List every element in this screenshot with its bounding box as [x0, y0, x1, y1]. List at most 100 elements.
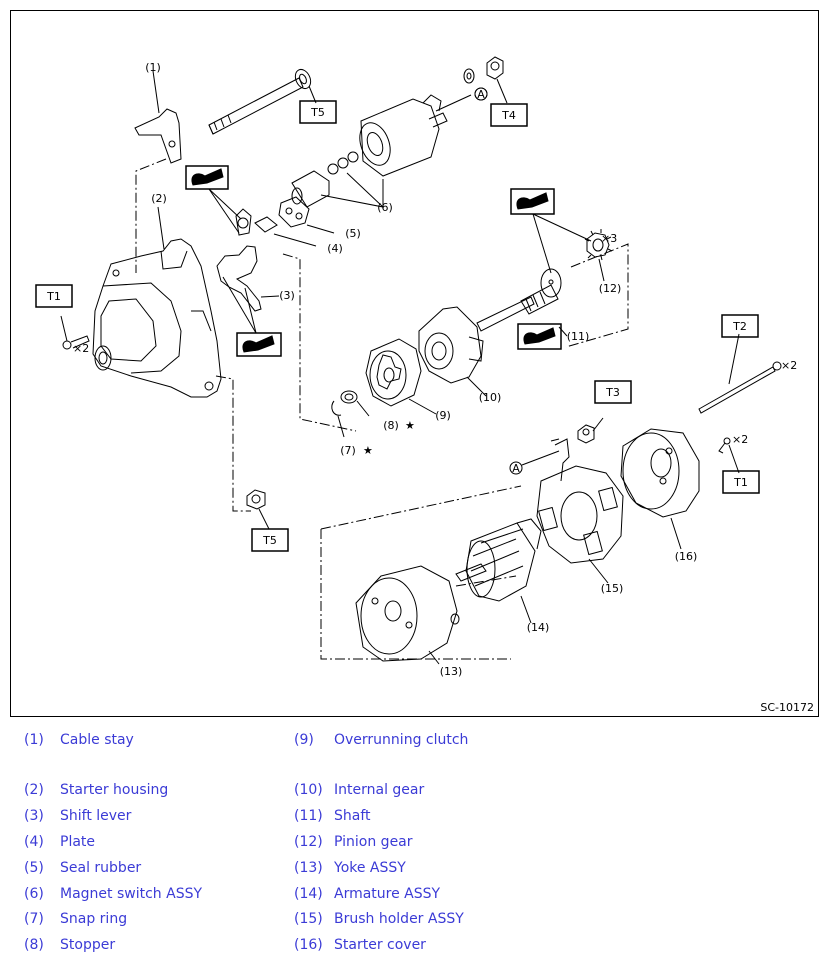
ref-a-lower	[509, 461, 523, 475]
internal-gear-part	[418, 306, 487, 397]
star-mark-stopper: ★	[405, 419, 415, 432]
pinion-gear-part	[584, 229, 613, 282]
bolt-t1-right-part	[718, 437, 740, 474]
legend-num: (10)	[294, 782, 323, 798]
callout-14: (14)	[527, 621, 550, 634]
qty-bolt-t1-right: ×2	[732, 433, 748, 446]
plate-part	[254, 216, 317, 247]
legend-num: (6)	[24, 886, 44, 902]
legend-item-7: (7) Snap ring	[24, 911, 127, 927]
torque-tag-t4	[490, 103, 528, 127]
nut-t5-lower-part	[246, 489, 270, 530]
legend-item-14: (14) Armature ASSY	[294, 886, 440, 902]
callout-2: (2)	[151, 192, 167, 205]
shaft-part	[476, 268, 568, 337]
torque-tag-t1-left	[35, 284, 73, 308]
torque-tag-t2-text: T2	[732, 320, 747, 333]
callout-4: (4)	[327, 242, 343, 255]
callout-6: (6)	[377, 201, 393, 214]
legend-name: Pinion gear	[334, 834, 413, 850]
torque-tag-t3	[594, 380, 632, 404]
legend-item-12: (12) Pinion gear	[294, 834, 413, 850]
legend-item-13: (13) Yoke ASSY	[294, 860, 406, 876]
starter-cover-part	[620, 428, 700, 550]
legend-item-5: (5) Seal rubber	[24, 860, 141, 876]
callout-7: (7)	[340, 444, 356, 457]
torque-tag-t1-left-text: T1	[46, 290, 61, 303]
legend-name: Yoke ASSY	[334, 860, 406, 876]
callout-1: (1)	[145, 61, 161, 74]
starter-housing-part	[92, 206, 222, 398]
magnet-switch-part	[291, 94, 448, 209]
qty-pinion: ×3	[601, 232, 617, 245]
bolt-t2-part	[698, 333, 782, 414]
legend-num: (13)	[294, 860, 323, 876]
exploded-diagram: T5 T4 T1 T2 T3 T1 T5 A A ×2 ×3 ×2 ×2 (1)…	[10, 10, 819, 717]
legend-num: (12)	[294, 834, 323, 850]
torque-tag-t1-right-text: T1	[733, 476, 748, 489]
legend-item-4: (4) Plate	[24, 834, 95, 850]
legend-num: (14)	[294, 886, 323, 902]
grease-marker-4	[517, 323, 562, 350]
legend-name: Seal rubber	[60, 860, 142, 876]
torque-tag-t1-right	[722, 470, 760, 494]
star-mark-snap-ring: ★	[363, 444, 373, 457]
callout-16: (16)	[675, 550, 698, 563]
legend-num: (5)	[24, 860, 44, 876]
yoke-part	[355, 565, 460, 665]
snap-ring-part	[331, 400, 345, 438]
torque-tag-t5-lower-text: T5	[262, 534, 277, 547]
legend-name: Armature ASSY	[334, 886, 441, 902]
legend-name: Overrunning clutch	[334, 732, 469, 748]
legend-item-8: (8)Stopper	[24, 937, 115, 953]
stopper-part	[340, 390, 370, 417]
armature-part	[455, 518, 542, 624]
nut-t3-part	[577, 417, 604, 444]
shift-lever-part	[216, 208, 280, 312]
assembly-lines	[135, 158, 629, 660]
overrunning-clutch-part	[365, 338, 437, 415]
torque-tag-t3-text: T3	[605, 386, 620, 399]
qty-bolt-t1-left: ×2	[73, 342, 89, 355]
torque-tag-t4-text: T4	[501, 109, 516, 122]
legend-num: (1)	[24, 732, 44, 748]
callout-9: (9)	[435, 409, 451, 422]
ref-a-upper-text: A	[477, 88, 485, 101]
ref-a-lower-text: A	[512, 462, 520, 475]
callout-10: (10)	[479, 391, 502, 404]
legend-item-2: (2) Starter housing	[24, 782, 168, 798]
legend-name: Plate	[60, 834, 96, 850]
torque-tag-t5-lower	[251, 528, 289, 552]
legend-item-15: (15)Brush holder ASSY	[294, 911, 464, 927]
legend-num: (15)	[294, 911, 323, 927]
diagram-canvas: T5 T4 T1 T2 T3 T1 T5 A A ×2 ×3 ×2 ×2 (1)…	[35, 56, 797, 678]
legend-name: Internal gear	[334, 782, 425, 798]
ref-a-upper	[474, 87, 488, 101]
legend-num: (11)	[294, 808, 323, 824]
torque-tag-t5-upper-text: T5	[310, 106, 325, 119]
legend-name: Shift lever	[60, 808, 132, 824]
legend-num: (16)	[294, 937, 323, 953]
legend-item-1: (1) Cable stay	[24, 732, 134, 748]
legend-name: Magnet switch ASSY	[60, 886, 203, 902]
legend-item-6: (6) Magnet switch ASSY	[24, 886, 202, 902]
qty-bolt-t2: ×2	[781, 359, 797, 372]
legend-name: Snap ring	[60, 911, 128, 927]
legend-name: Cable stay	[60, 732, 134, 748]
legend-num: (2)	[24, 782, 44, 798]
legend-num: (7)	[24, 911, 44, 927]
through-bolt-part	[208, 68, 317, 135]
grease-marker-1	[185, 165, 242, 234]
legend-name: Starter cover	[334, 937, 426, 953]
seal-rubber-part	[278, 196, 335, 234]
figure-code: SC-10172	[760, 701, 814, 714]
callout-3: (3)	[279, 289, 295, 302]
legend-name: Starter housing	[60, 782, 169, 798]
legend-num: (4)	[24, 834, 44, 850]
bolt-t1-left-part	[60, 315, 90, 350]
legend-item-11: (11)Shaft	[294, 808, 371, 824]
washer-nut-t4-part	[435, 56, 508, 112]
callout-5: (5)	[345, 227, 361, 240]
legend-item-10: (10) Internal gear	[294, 782, 424, 798]
legend-name: Stopper	[60, 937, 116, 953]
